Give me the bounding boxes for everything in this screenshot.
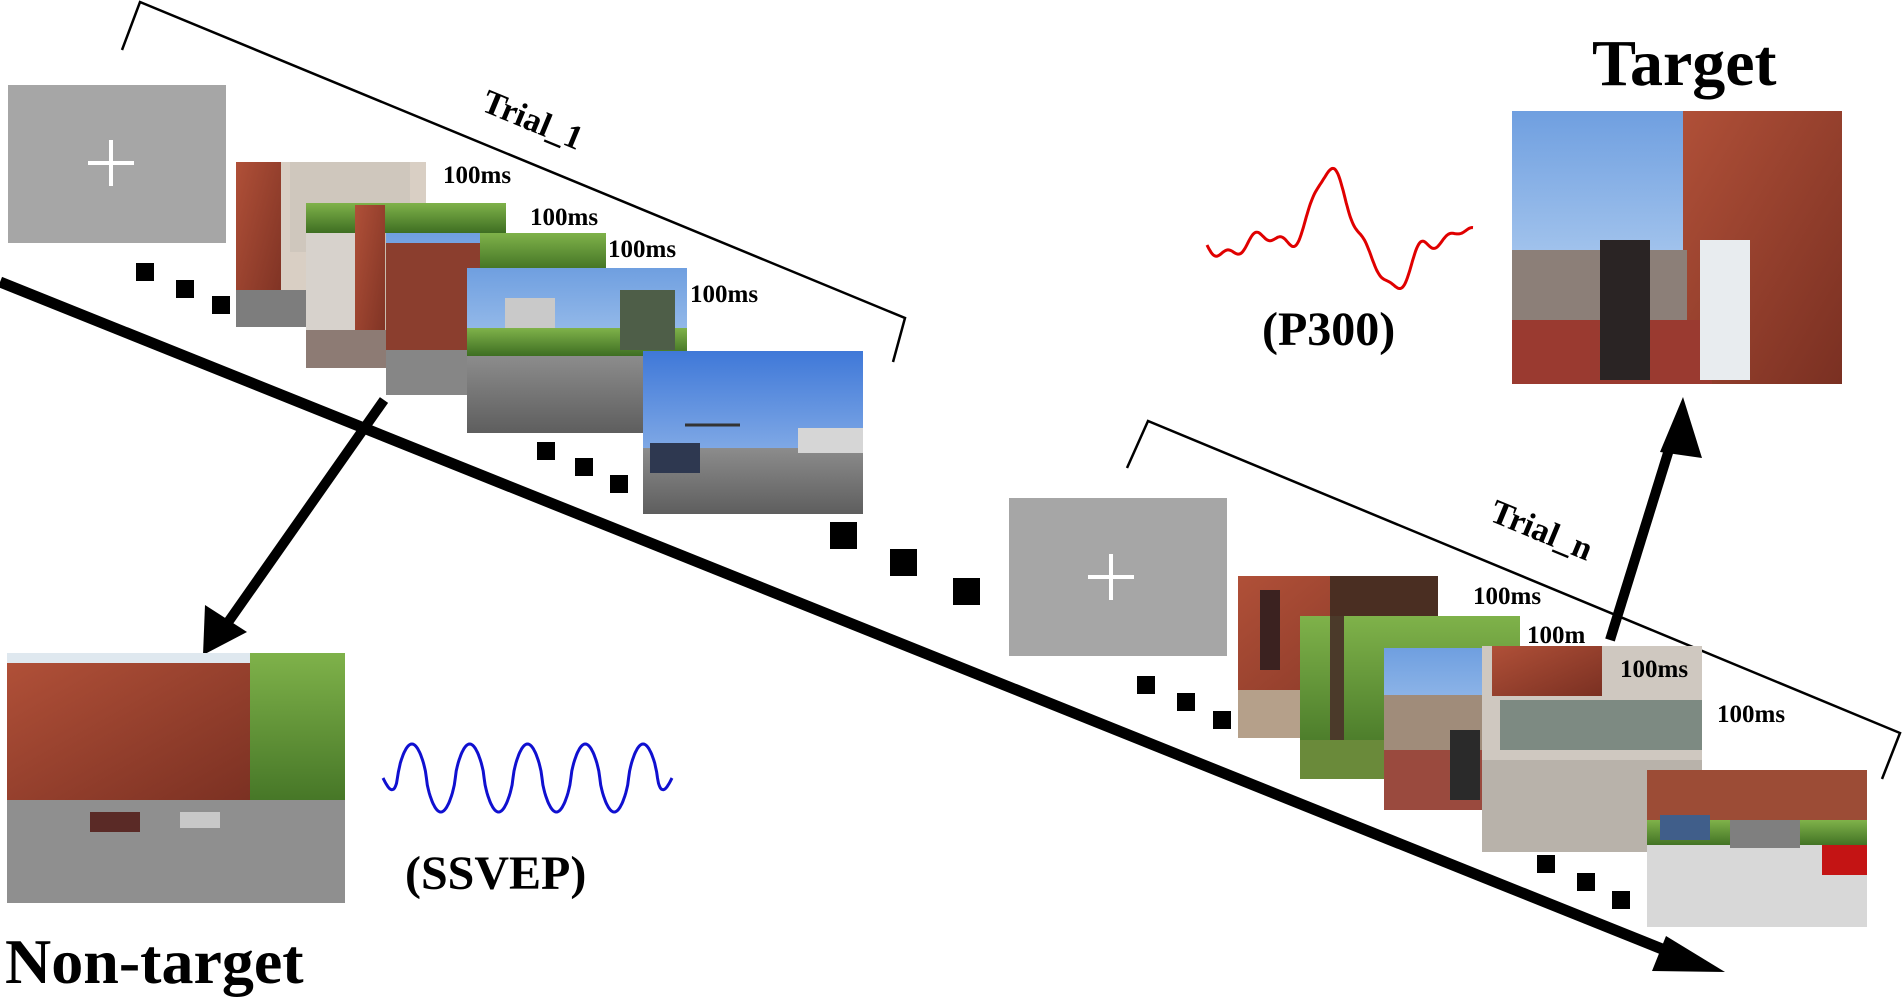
duration-label-trial-n: 100ms — [1473, 583, 1541, 610]
p300-label: (P300) — [1262, 303, 1395, 356]
duration-label-trial-n: 100m — [1527, 622, 1586, 649]
target-image — [1512, 111, 1842, 384]
non-target-title: Non-target — [5, 926, 304, 997]
duration-label-trial-1: 100ms — [608, 236, 676, 263]
ellipsis-dots-icon — [537, 442, 628, 493]
non-target-arrow — [203, 397, 389, 655]
trial-n-label: Trial_n — [1485, 493, 1598, 568]
fixation-screen-trial-1 — [8, 85, 226, 243]
duration-label-trial-n: 100ms — [1717, 701, 1785, 728]
fixation-cross-icon — [88, 140, 134, 186]
fixation-screen-trial-n — [1009, 498, 1227, 656]
stimulus-image-4 — [467, 268, 687, 433]
ssvep-waveform — [381, 742, 674, 814]
duration-label-trial-1: 100ms — [443, 162, 511, 189]
non-target-image — [7, 653, 345, 903]
duration-label-trial-1: 100ms — [690, 281, 758, 308]
timeline-arrow — [0, 276, 1725, 972]
fixation-cross-icon — [1088, 554, 1134, 600]
ssvep-label: (SSVEP) — [405, 847, 586, 900]
stimulus-image-5 — [643, 351, 863, 514]
trial-1-bracket — [120, 0, 907, 363]
trial-n-bracket — [1125, 419, 1902, 780]
ellipsis-dots-icon — [1537, 855, 1630, 909]
trial-1-label: Trial_1 — [477, 83, 588, 157]
target-arrow — [1605, 397, 1702, 642]
ellipsis-dots-icon — [136, 263, 230, 314]
duration-label-trial-n: 100ms — [1620, 656, 1688, 683]
ellipsis-dots-icon — [830, 522, 980, 605]
duration-label-trial-1: 100ms — [530, 204, 598, 231]
p300-waveform — [1205, 166, 1474, 290]
stimulus-image-n5 — [1647, 770, 1867, 927]
ellipsis-dots-icon — [1137, 676, 1231, 729]
target-title: Target — [1592, 27, 1777, 100]
